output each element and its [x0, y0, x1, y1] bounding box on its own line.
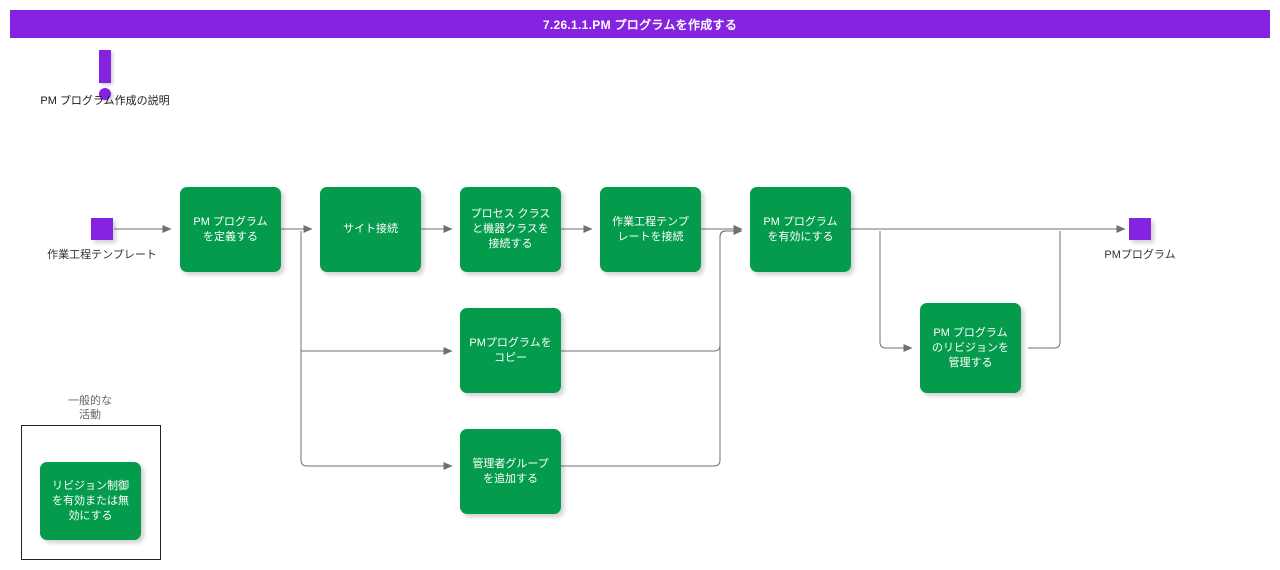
node-site-connection-label: サイト接続: [343, 223, 398, 235]
node-site-connection[interactable]: サイト接続: [320, 187, 421, 272]
node-enable-pm-program[interactable]: PM プログラムを有効にする: [750, 187, 851, 272]
node-copy-pm-program-label: PMプログラムをコピー: [469, 336, 552, 364]
terminator-start[interactable]: [91, 218, 113, 240]
node-toggle-revision-control-label: リビジョン制御を有効または無効にする: [52, 479, 129, 522]
node-connect-process-equipment-class[interactable]: プロセス クラスと機器クラスを接続する: [460, 187, 561, 272]
node-manage-revision-label: PM プログラムのリビジョンを管理する: [932, 326, 1009, 369]
node-define-pm-program[interactable]: PM プログラムを定義する: [180, 187, 281, 272]
exclamation-icon-bar: [99, 50, 111, 83]
node-add-admin-group-label: 管理者グループを追加する: [472, 457, 549, 485]
node-copy-pm-program[interactable]: PMプログラムをコピー: [460, 308, 561, 393]
group-label-line1: 一般的な: [68, 395, 112, 407]
node-connect-work-template[interactable]: 作業工程テンプレートを接続: [600, 187, 701, 272]
page-title-bar: 7.26.1.1.PM プログラムを作成する: [10, 10, 1270, 38]
group-label-line2: 活動: [79, 409, 101, 421]
node-connect-work-template-label: 作業工程テンプレートを接続: [612, 215, 689, 243]
group-box-general-activities: [21, 425, 161, 560]
note-label: PM プログラム作成の説明: [40, 95, 170, 107]
terminator-end-label: PMプログラム: [1104, 249, 1176, 261]
terminator-start-label: 作業工程テンプレート: [47, 249, 157, 261]
group-label-general-activities: 一般的な 活動: [20, 394, 160, 422]
exclamation-icon-dot: [99, 88, 111, 100]
node-connect-process-equipment-class-label: プロセス クラスと機器クラスを接続する: [470, 208, 551, 250]
node-enable-pm-program-label: PM プログラムを有効にする: [763, 215, 838, 243]
terminator-end[interactable]: [1129, 218, 1151, 240]
node-manage-revision[interactable]: PM プログラムのリビジョンを管理する: [920, 303, 1021, 393]
node-add-admin-group[interactable]: 管理者グループを追加する: [460, 429, 561, 514]
node-define-pm-program-label: PM プログラムを定義する: [193, 215, 268, 243]
node-toggle-revision-control[interactable]: リビジョン制御を有効または無効にする: [40, 462, 141, 540]
page-title: 7.26.1.1.PM プログラムを作成する: [542, 17, 738, 32]
